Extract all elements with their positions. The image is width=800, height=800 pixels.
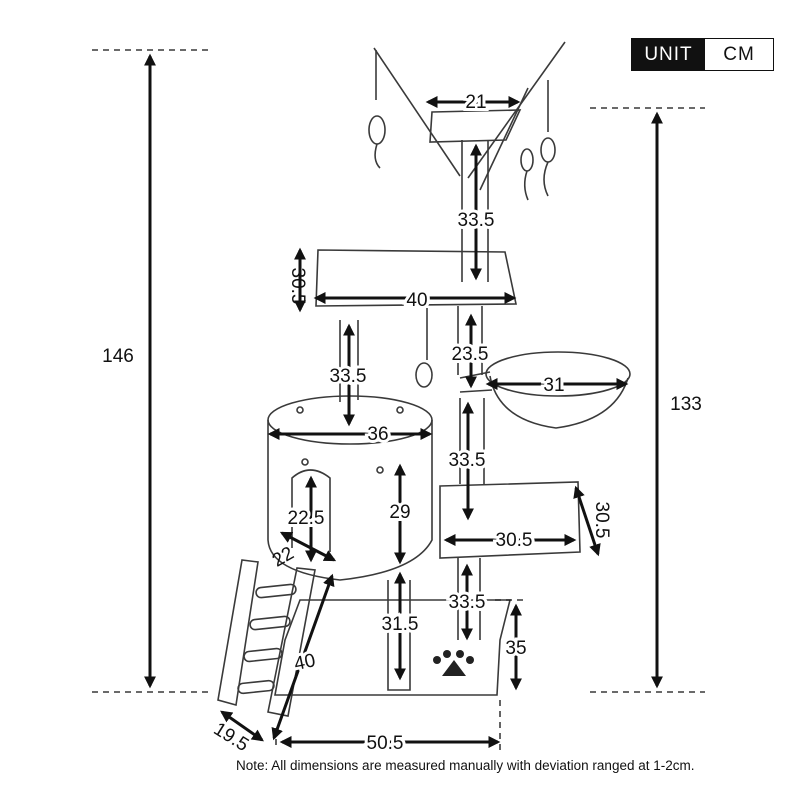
unit-value: CM	[723, 43, 755, 65]
paw-print-icon	[433, 650, 474, 676]
right-upper-post	[457, 306, 483, 375]
toy-mouse-2	[540, 137, 556, 163]
label-side-platform-depth: 30.5	[591, 502, 612, 539]
label-base-width: 50.5	[367, 733, 404, 754]
label-top-post: 33.5	[458, 210, 495, 231]
label-lower-post: 33.5	[449, 592, 486, 613]
label-right-height: 133	[670, 394, 702, 415]
toy-mouse-1	[368, 115, 386, 145]
arrow-ladder-length	[271, 573, 335, 741]
label-right-upper-post: 23.5	[452, 344, 489, 365]
label-condo-door-height: 22.5	[288, 508, 325, 529]
label-condo-door-width: 22	[269, 543, 298, 572]
label-condo-post: 31.5	[382, 614, 419, 635]
arrow-ladder-width	[220, 710, 264, 742]
label-condo-width: 36	[367, 424, 388, 445]
cat-tree-drawing	[217, 41, 631, 717]
dimension-labels: 146 133 21 33.5 30.5 40 33.5 23.5 31 36 …	[102, 89, 702, 757]
label-ladder-length: 40	[292, 650, 317, 675]
label-condo-height: 29	[389, 502, 410, 523]
middle-post	[459, 398, 485, 484]
label-side-platform-width: 30.5	[496, 530, 533, 551]
label-ladder-width: 19.5	[210, 719, 252, 756]
label-upper-platform-depth: 30.5	[287, 268, 308, 305]
label-basket-width: 31	[543, 375, 564, 396]
ladder	[217, 559, 316, 717]
dimension-arrows	[144, 53, 663, 748]
unit-indicator: UNIT CM	[631, 38, 774, 71]
lower-post	[457, 558, 481, 640]
basket	[459, 351, 631, 429]
left-post	[339, 320, 359, 402]
label-top-perch-width: 21	[465, 92, 486, 113]
top-perch	[429, 109, 522, 143]
upper-platform	[315, 249, 517, 307]
toy-mouse-4	[415, 362, 433, 388]
label-bottom-right-height: 35	[505, 638, 526, 659]
label-upper-platform-width: 40	[406, 290, 427, 311]
label-left-post: 33.5	[330, 366, 367, 387]
arrow-condo-door-width	[279, 531, 337, 562]
condo-post	[387, 580, 411, 691]
label-total-height: 146	[102, 346, 134, 367]
unit-label: UNIT	[632, 39, 705, 70]
wand-right	[467, 41, 566, 179]
toy-mouse-3	[520, 148, 534, 172]
top-post	[461, 140, 489, 282]
wand-left	[373, 47, 461, 177]
measurement-note: Note: All dimensions are measured manual…	[236, 758, 695, 773]
arrow-side-platform-depth	[573, 485, 601, 557]
label-middle-post: 33.5	[449, 450, 486, 471]
